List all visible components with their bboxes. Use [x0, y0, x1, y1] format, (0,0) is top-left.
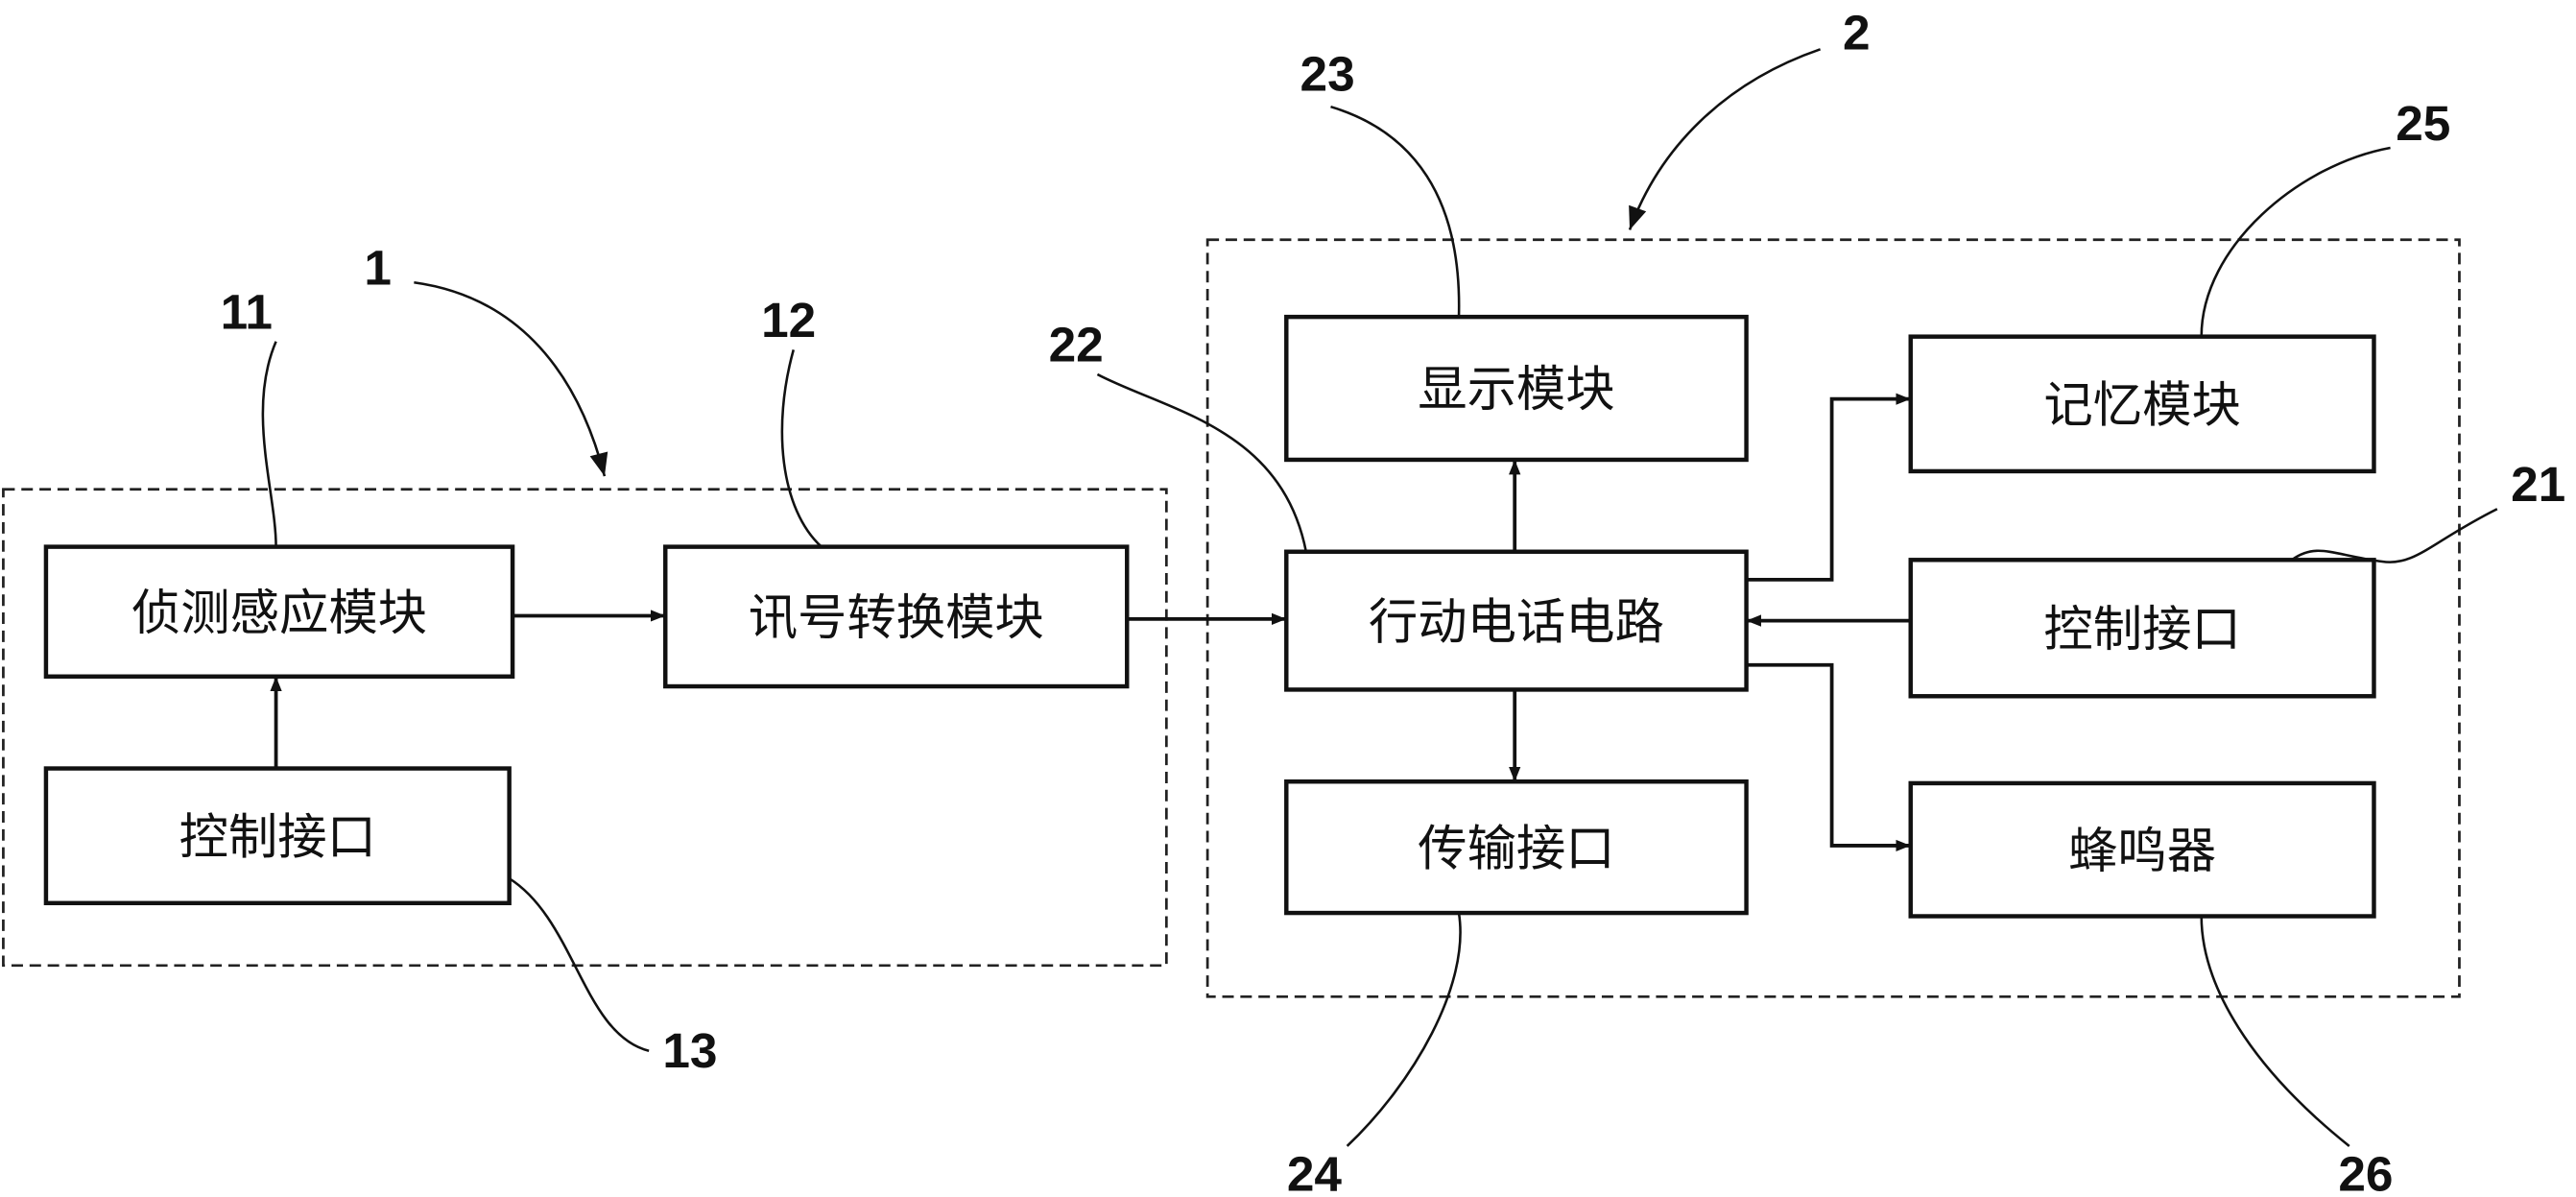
block-11: 侦测感应模块: [46, 547, 513, 677]
leader-line-26: [2202, 916, 2349, 1145]
block-12: 讯号转换模块: [665, 547, 1127, 686]
block-text: 侦测感应模块: [131, 585, 427, 642]
group-leader-arrow-2: [1630, 49, 1821, 229]
block-26: 蜂鸣器: [1911, 783, 2374, 917]
group-leader-arrow-1: [414, 282, 605, 476]
block-13: 控制接口: [46, 769, 510, 903]
ref-numeral-24: 24: [1287, 1147, 1343, 1197]
leader-line-12: [782, 349, 822, 546]
block-text: 蜂鸣器: [2068, 823, 2216, 880]
connection-arrow-22-to-26: [1747, 665, 1911, 846]
group-ref-label-1: 1: [364, 240, 392, 295]
block-text: 控制接口: [2043, 601, 2240, 658]
ref-numeral-23: 23: [1300, 46, 1355, 101]
leader-line-21: [2292, 509, 2497, 562]
block-22: 行动电话电路: [1286, 552, 1746, 690]
leader-line-23: [1331, 107, 1460, 317]
ref-numeral-13: 13: [662, 1023, 717, 1078]
leader-line-22: [1097, 374, 1305, 552]
ref-numeral-26: 26: [2338, 1147, 2393, 1197]
connection-arrow-22-to-25: [1747, 399, 1911, 580]
block-text: 控制接口: [179, 808, 376, 866]
ref-numeral-11: 11: [221, 285, 273, 340]
block-text: 行动电话电路: [1369, 593, 1664, 651]
block-text: 显示模块: [1418, 361, 1614, 419]
block-24: 传输接口: [1286, 781, 1746, 913]
block-text: 讯号转换模块: [749, 589, 1044, 647]
leader-line-11: [263, 342, 276, 547]
ref-numeral-25: 25: [2396, 96, 2450, 151]
group-ref-label-2: 2: [1843, 6, 1871, 60]
block-21: 控制接口: [1911, 560, 2374, 696]
block-25: 记忆模块: [1911, 337, 2374, 471]
leader-line-24: [1348, 913, 1461, 1146]
ref-numeral-12: 12: [761, 293, 816, 347]
leader-line-25: [2202, 148, 2391, 337]
ref-numeral-21: 21: [2511, 457, 2565, 512]
block-text: 传输接口: [1418, 820, 1614, 877]
ref-numeral-22: 22: [1049, 318, 1104, 372]
block-text: 记忆模块: [2043, 377, 2240, 435]
block-23: 显示模块: [1286, 317, 1746, 460]
